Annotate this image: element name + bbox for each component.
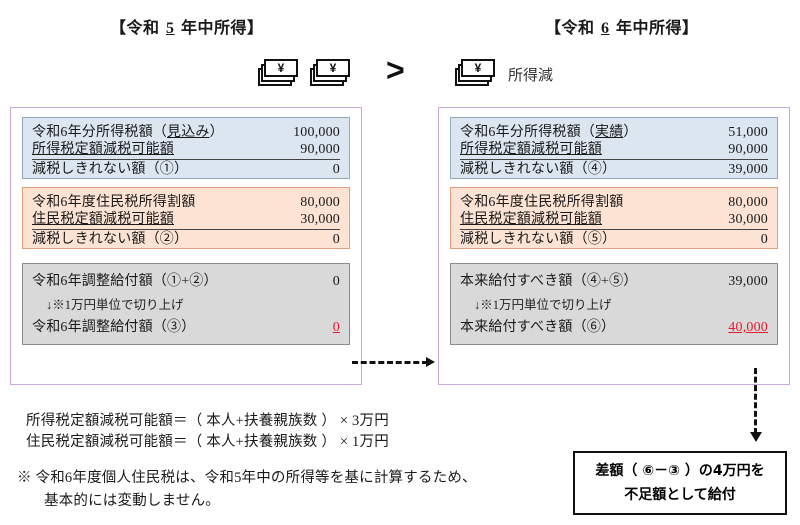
row-value: 0 xyxy=(760,232,768,247)
row-label: 減税しきれない額（①） xyxy=(32,162,189,177)
table-row: 令和6年調整給付額（③） 0 xyxy=(32,316,340,340)
row-label: 令和6年分所得税額（見込み） xyxy=(32,125,224,140)
table-row: 減税しきれない額（②） 0 xyxy=(32,231,340,248)
left-payment-box: 令和6年調整給付額（①+②） 0 ↓※1万円単位で切り上げ 令和6年調整給付額（… xyxy=(22,263,350,345)
right-title-prefix: 【令和 xyxy=(545,20,600,37)
yen-symbol-icon: ¥ xyxy=(329,61,337,75)
row-value: 100,000 xyxy=(293,125,340,140)
row-value: 0 xyxy=(332,232,340,247)
row-label: 所得税定額減税可能額 xyxy=(460,142,602,157)
table-row: 令和6年調整給付額（①+②） 0 xyxy=(32,270,340,294)
table-row: 住民税定額減税可能額 30,000 xyxy=(460,211,768,230)
left-title-prefix: 【令和 xyxy=(110,20,165,37)
row-label: 本来給付すべき額（⑥） xyxy=(460,320,616,335)
row-value-highlighted: 40,000 xyxy=(728,320,768,335)
table-row: 減税しきれない額（①） 0 xyxy=(32,161,340,178)
row-value: 80,000 xyxy=(728,195,768,210)
right-title-year: 6 xyxy=(601,20,610,37)
row-value: 51,000 xyxy=(728,125,768,140)
banknote-layer-front: ¥ xyxy=(264,59,298,77)
row-label: 本来給付すべき額（④+⑤） xyxy=(460,274,638,289)
row-label: 令和6年度住民税所得割額 xyxy=(460,195,624,210)
left-panel: 令和6年分所得税額（見込み） 100,000 所得税定額減税可能額 90,000… xyxy=(10,107,362,385)
row-value: 0 xyxy=(332,162,340,177)
right-title-suffix: 年中所得】 xyxy=(611,20,699,37)
right-income-tax-box: 令和6年分所得税額（実績） 51,000 所得税定額減税可能額 90,000 減… xyxy=(450,117,778,179)
row-label: 住民税定額減税可能額 xyxy=(32,212,174,227)
table-row: 減税しきれない額（⑤） 0 xyxy=(460,231,768,248)
horizontal-dashed-arrow-icon xyxy=(352,357,438,367)
rounding-note: ↓※1万円単位で切り上げ xyxy=(46,298,184,312)
yen-symbol-icon: ¥ xyxy=(277,61,285,75)
table-row: 令和6年度住民税所得割額 80,000 xyxy=(32,194,340,211)
row-label: 令和6年調整給付額（①+②） xyxy=(32,274,218,289)
left-resident-tax-box: 令和6年度住民税所得割額 80,000 住民税定額減税可能額 30,000 減税… xyxy=(22,187,350,249)
right-resident-tax-box: 令和6年度住民税所得割額 80,000 住民税定額減税可能額 30,000 減税… xyxy=(450,187,778,249)
footnote-note-line1: ※ 令和6年度個人住民税は、令和5年中の所得等を基に計算するため、 xyxy=(17,470,477,486)
row-label: 令和6年度住民税所得割額 xyxy=(32,195,196,210)
row-value: 90,000 xyxy=(728,142,768,157)
arrow-head xyxy=(750,432,762,442)
table-row: 所得税定額減税可能額 90,000 xyxy=(460,141,768,160)
left-column-title: 【令和 5 年中所得】 xyxy=(110,14,264,38)
left-title-suffix: 年中所得】 xyxy=(176,20,264,37)
footnote-note-line2: 基本的には変動しません。 xyxy=(44,493,220,509)
left-title-year: 5 xyxy=(166,20,175,37)
row-value: 90,000 xyxy=(300,142,340,157)
table-row: 所得税定額減税可能額 90,000 xyxy=(32,141,340,160)
table-row: 令和6年度住民税所得割額 80,000 xyxy=(460,194,768,211)
row-value: 39,000 xyxy=(728,274,768,289)
vertical-dashed-arrow-icon xyxy=(750,368,762,448)
right-panel: 令和6年分所得税額（実績） 51,000 所得税定額減税可能額 90,000 減… xyxy=(438,107,790,385)
right-column-title: 【令和 6 年中所得】 xyxy=(545,14,699,38)
banknote-layer-front: ¥ xyxy=(316,59,350,77)
income-decrease-label: 所得減 xyxy=(508,68,554,84)
table-row: 令和6年分所得税額（実績） 51,000 xyxy=(460,124,768,141)
row-value: 30,000 xyxy=(728,212,768,227)
row-label-emphasis: 実績 xyxy=(595,125,624,140)
row-value: 39,000 xyxy=(728,162,768,177)
callout-line-2: 不足額として給付 xyxy=(624,487,736,503)
arrow-shaft xyxy=(754,368,757,434)
arrow-shaft xyxy=(352,361,428,364)
footnote-income-tax-formula: 所得税定額減税可能額＝（ 本人+扶養親族数 ） × 3万円 xyxy=(26,413,389,429)
row-label: 減税しきれない額（⑤） xyxy=(460,232,617,247)
money-stack-icon: ¥ xyxy=(310,58,354,88)
table-row: 減税しきれない額（④） 39,000 xyxy=(460,161,768,178)
row-label: 所得税定額減税可能額 xyxy=(32,142,174,157)
yen-symbol-icon: ¥ xyxy=(474,61,482,75)
arrow-head xyxy=(426,357,435,367)
row-value-highlighted: 0 xyxy=(332,320,340,335)
left-income-tax-box: 令和6年分所得税額（見込み） 100,000 所得税定額減税可能額 90,000… xyxy=(22,117,350,179)
row-label: 減税しきれない額（④） xyxy=(460,162,617,177)
callout-line-1: 差額（ ⑥－③ ）の4万円を xyxy=(595,463,765,479)
rounding-note: ↓※1万円単位で切り上げ xyxy=(474,298,612,312)
money-stack-icon: ¥ xyxy=(455,58,499,88)
row-label: 住民税定額減税可能額 xyxy=(460,212,602,227)
table-row: 本来給付すべき額（④+⑤） 39,000 xyxy=(460,270,768,294)
row-label: 減税しきれない額（②） xyxy=(32,232,189,247)
row-value: 0 xyxy=(332,274,340,289)
table-row: 令和6年分所得税額（見込み） 100,000 xyxy=(32,124,340,141)
row-value: 30,000 xyxy=(300,212,340,227)
row-value: 80,000 xyxy=(300,195,340,210)
greater-than-icon: > xyxy=(386,52,405,88)
table-row: 住民税定額減税可能額 30,000 xyxy=(32,211,340,230)
footnote-resident-tax-formula: 住民税定額減税可能額＝（ 本人+扶養親族数 ） × 1万円 xyxy=(26,434,389,450)
table-row: 本来給付すべき額（⑥） 40,000 xyxy=(460,316,768,340)
banknote-layer-front: ¥ xyxy=(461,59,495,77)
money-stack-icon: ¥ xyxy=(258,58,302,88)
right-payment-box: 本来給付すべき額（④+⑤） 39,000 ↓※1万円単位で切り上げ 本来給付すべ… xyxy=(450,263,778,345)
row-label-emphasis: 見込み xyxy=(167,125,210,140)
row-label: 令和6年調整給付額（③） xyxy=(32,320,196,335)
row-label: 令和6年分所得税額（実績） xyxy=(460,125,638,140)
result-callout-box: 差額（ ⑥－③ ）の4万円を 不足額として給付 xyxy=(573,451,787,515)
